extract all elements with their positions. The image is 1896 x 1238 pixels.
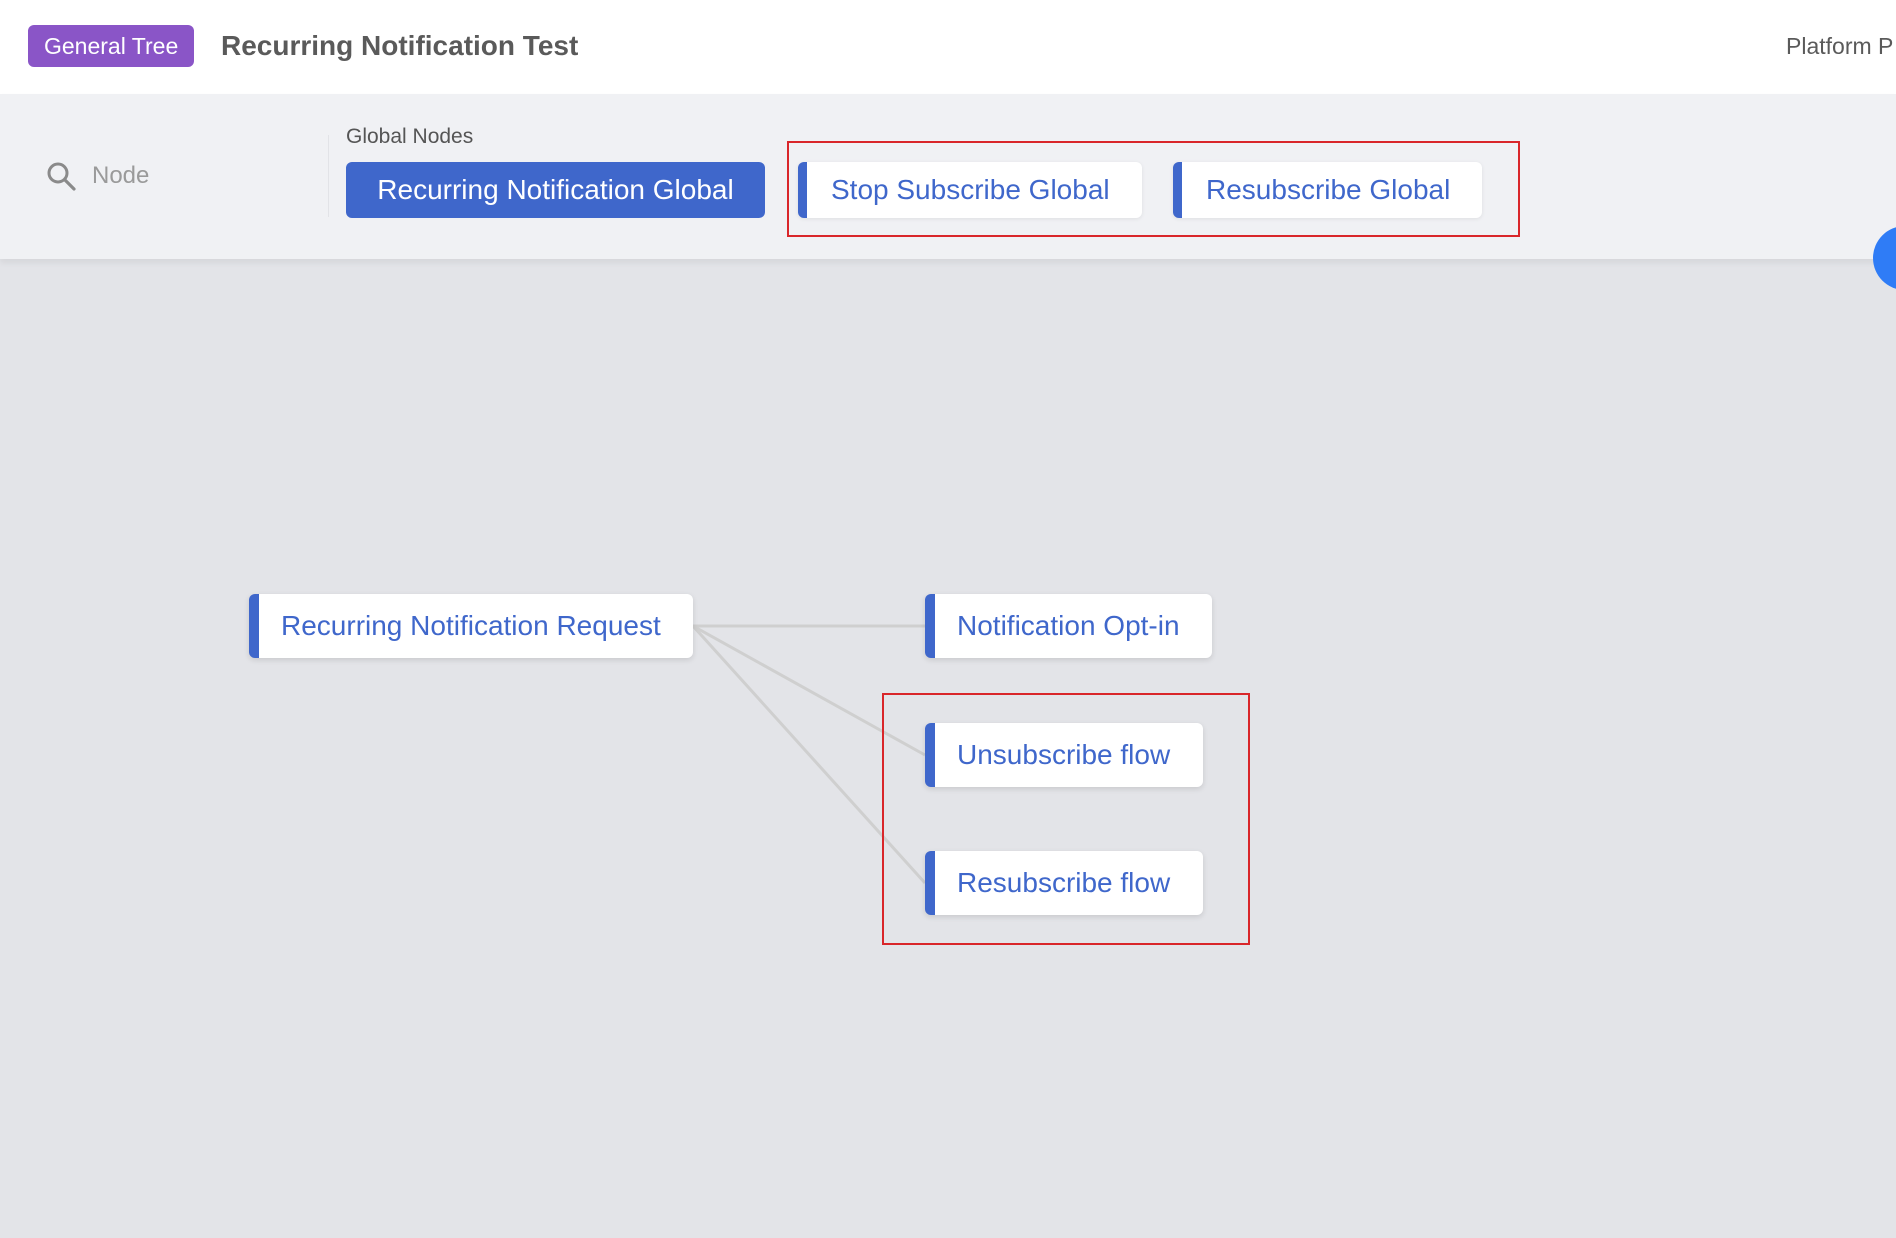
edge-request-to-resubscribe [691,624,927,885]
search-input[interactable]: Node [92,162,150,189]
platform-label[interactable]: Platform P [1786,33,1894,59]
node-search[interactable]: Node [46,158,149,194]
node-notification-opt-in[interactable]: Notification Opt-in [925,594,1212,658]
tree-type-badge[interactable]: General Tree [28,25,195,67]
node-resubscribe-flow[interactable]: Resubscribe flow [925,851,1203,915]
top-header: General Tree Recurring Notification Test… [0,0,1896,94]
global-node-resubscribe[interactable]: Resubscribe Global [1173,162,1482,218]
node-unsubscribe-flow[interactable]: Unsubscribe flow [925,723,1203,787]
search-icon [46,161,76,191]
global-node-stop-subscribe[interactable]: Stop Subscribe Global [798,162,1142,218]
global-node-recurring-notification[interactable]: Recurring Notification Global [346,162,765,218]
toolbar-divider [328,135,329,217]
floating-action-button[interactable] [1873,226,1896,290]
edge-request-to-unsubscribe [692,624,926,757]
global-nodes-heading: Global Nodes [346,125,474,148]
node-recurring-notification-request[interactable]: Recurring Notification Request [249,594,693,658]
page-title: Recurring Notification Test [221,30,579,61]
